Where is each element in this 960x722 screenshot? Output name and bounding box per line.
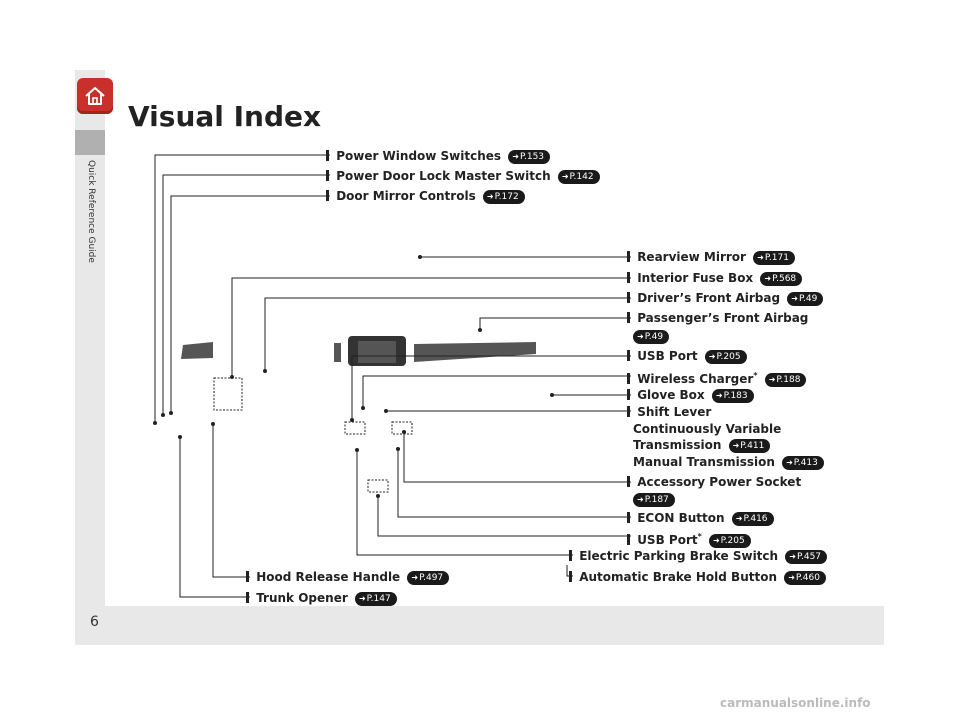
center-stack-shape xyxy=(334,343,341,362)
arrow-icon: ➜ xyxy=(788,573,795,582)
accessory-socket-outline xyxy=(391,421,413,435)
arrow-icon: ➜ xyxy=(789,552,796,561)
sidebar-section-marker xyxy=(75,130,105,155)
label-passengers-front-airbag-ref: ➜P.49 xyxy=(633,328,670,344)
page-ref-badge[interactable]: ➜P.457 xyxy=(785,550,828,564)
page-ref-badge[interactable]: ➜P.142 xyxy=(557,170,600,184)
page-ref-badge[interactable]: ➜P.153 xyxy=(508,150,551,164)
arrow-icon: ➜ xyxy=(712,536,720,545)
page-ref-badge[interactable]: ➜P.411 xyxy=(728,439,771,453)
page-ref-badge[interactable]: ➜P.147 xyxy=(354,592,397,606)
arrow-icon: ➜ xyxy=(757,253,764,262)
page-ref-badge[interactable]: ➜P.460 xyxy=(784,571,826,585)
arrow-icon: ➜ xyxy=(768,375,776,384)
label-passengers-front-airbag: Passenger’s Front Airbag xyxy=(627,310,808,326)
arrow-icon: ➜ xyxy=(735,514,743,523)
label-shift-lever: Shift Lever xyxy=(627,404,711,420)
page-ref-badge[interactable]: ➜P.49 xyxy=(787,292,824,306)
label-manual-transmission: Manual Transmission ➜P.413 xyxy=(633,454,824,470)
label-glove-box: Glove Box ➜P.183 xyxy=(627,387,754,403)
arrow-icon: ➜ xyxy=(786,458,793,467)
page-ref-badge[interactable]: ➜P.416 xyxy=(731,512,774,526)
label-cvt: Continuously Variable xyxy=(633,422,782,436)
interior-fuse-box-outline xyxy=(213,377,243,411)
home-button[interactable] xyxy=(77,78,113,114)
label-electric-parking-brake-switch: Electric Parking Brake Switch ➜P.457 xyxy=(569,548,828,564)
page-ref-badge[interactable]: ➜P.568 xyxy=(760,272,803,286)
page-ref-badge[interactable]: ➜P.183 xyxy=(711,389,754,403)
arrow-icon: ➜ xyxy=(791,294,798,303)
arrow-icon: ➜ xyxy=(708,352,716,361)
label-econ-button: ECON Button ➜P.416 xyxy=(627,510,774,526)
label-rearview-mirror: Rearview Mirror ➜P.171 xyxy=(627,249,795,265)
dash-right-shape xyxy=(414,342,536,362)
arrow-icon: ➜ xyxy=(411,573,419,582)
page-ref-badge[interactable]: ➜P.49 xyxy=(633,330,670,344)
label-power-window-switches: Power Window Switches ➜P.153 xyxy=(326,148,551,164)
page-ref-badge[interactable]: ➜P.171 xyxy=(753,251,795,265)
sidebar xyxy=(75,70,105,645)
label-hood-release-handle: Hood Release Handle ➜P.497 xyxy=(246,569,450,585)
label-usb-port: USB Port ➜P.205 xyxy=(627,348,747,364)
label-wireless-charger: Wireless Charger* ➜P.188 xyxy=(627,368,807,387)
label-usb-port-lower: USB Port* ➜P.205 xyxy=(627,529,751,548)
label-automatic-brake-hold-button: Automatic Brake Hold Button ➜P.460 xyxy=(569,569,826,585)
page-ref-badge[interactable]: ➜P.172 xyxy=(482,190,525,204)
label-interior-fuse-box: Interior Fuse Box ➜P.568 xyxy=(627,270,803,286)
page-ref-badge[interactable]: ➜P.188 xyxy=(764,373,807,387)
arrow-icon: ➜ xyxy=(732,441,740,450)
arrow-icon: ➜ xyxy=(764,274,772,283)
arrow-icon: ➜ xyxy=(561,172,569,181)
page-number: 6 xyxy=(90,614,99,630)
home-icon xyxy=(85,87,105,105)
arrow-icon: ➜ xyxy=(512,152,519,161)
page-ref-badge[interactable]: ➜P.205 xyxy=(704,350,747,364)
label-drivers-front-airbag: Driver’s Front Airbag ➜P.49 xyxy=(627,290,824,306)
label-door-mirror-controls: Door Mirror Controls ➜P.172 xyxy=(326,188,525,204)
lower-usb-outline xyxy=(367,479,389,493)
footer-bar xyxy=(75,606,884,645)
label-accessory-power-socket-ref: ➜P.187 xyxy=(633,491,675,507)
arrow-icon: ➜ xyxy=(486,192,494,201)
arrow-icon: ➜ xyxy=(637,332,644,341)
label-trunk-opener: Trunk Opener ➜P.147 xyxy=(246,590,397,606)
arrow-icon: ➜ xyxy=(358,594,366,603)
left-vent-shape xyxy=(181,342,213,359)
label-transmission: Transmission ➜P.411 xyxy=(633,437,771,453)
page-ref-badge[interactable]: ➜P.413 xyxy=(782,456,824,470)
page-ref-badge[interactable]: ➜P.205 xyxy=(708,534,751,548)
arrow-icon: ➜ xyxy=(637,495,644,504)
page-title: Visual Index xyxy=(128,100,322,133)
page-ref-badge[interactable]: ➜P.187 xyxy=(633,493,675,507)
page-ref-badge[interactable]: ➜P.497 xyxy=(407,571,450,585)
usb-port-outline xyxy=(344,421,366,435)
watermark: carmanualsonline.info xyxy=(720,696,871,710)
label-accessory-power-socket: Accessory Power Socket xyxy=(627,474,801,490)
arrow-icon: ➜ xyxy=(715,391,723,400)
label-power-door-lock-master-switch: Power Door Lock Master Switch ➜P.142 xyxy=(326,168,600,184)
